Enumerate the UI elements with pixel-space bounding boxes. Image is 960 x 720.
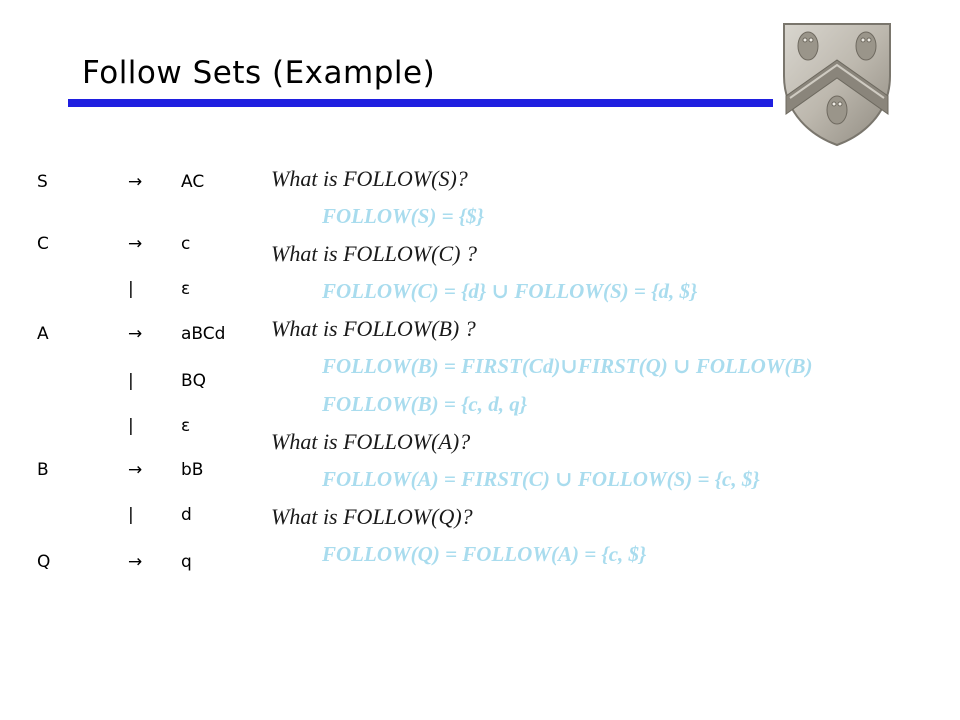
grammar-arrow: → (128, 460, 143, 480)
follow-set-questions: What is FOLLOW(S)? FOLLOW(S) = {$} What is… (271, 160, 951, 574)
grammar-lhs: C (37, 234, 49, 254)
grammar-arrow: → (128, 234, 143, 254)
grammar-arrow: → (128, 172, 143, 192)
grammar-lhs: B (37, 460, 49, 480)
grammar-rhs: ε (181, 416, 191, 436)
grammar-rhs: c (181, 234, 191, 254)
grammar-lhs: Q (37, 552, 51, 572)
grammar-rhs: BQ (181, 371, 207, 391)
grammar-arrow: → (128, 552, 143, 572)
title-underline (68, 99, 773, 107)
grammar-rhs: q (181, 552, 192, 572)
grammar-lhs: A (37, 324, 49, 344)
follow-question: What is FOLLOW(S)? (271, 166, 468, 191)
grammar-rhs: bB (181, 460, 204, 480)
follow-question: What is FOLLOW(B) ? (271, 316, 476, 342)
follow-answer: FOLLOW(B) = {c, d, q} (322, 391, 528, 416)
follow-answer: FOLLOW(Q) = FOLLOW(A) = {c, $} (322, 541, 647, 566)
grammar-rhs: ε (181, 279, 191, 299)
grammar-arrow: | (128, 416, 134, 436)
grammar-rhs: d (181, 505, 192, 525)
grammar-arrow: | (128, 505, 134, 525)
follow-question: What is FOLLOW(C) ? (271, 241, 477, 267)
follow-answer: FOLLOW(S) = {$} (322, 203, 484, 228)
grammar-rhs: AC (181, 172, 205, 192)
grammar-lhs: S (37, 172, 48, 192)
slide-title: Follow Sets (Example) (82, 55, 436, 91)
follow-question: What is FOLLOW(Q)? (271, 504, 473, 530)
follow-answer: FOLLOW(C) = {d} ∪ FOLLOW(S) = {d, $} (322, 278, 698, 303)
follow-answer: FOLLOW(B) = FIRST(Cd)∪FIRST(Q) ∪ FOLLOW(… (322, 353, 813, 378)
grammar-arrow: → (128, 324, 143, 344)
grammar-arrow: | (128, 279, 134, 299)
grammar-rhs: aBCd (181, 324, 226, 344)
follow-question: What is FOLLOW(A)? (271, 429, 471, 455)
university-crest-icon (783, 23, 891, 147)
follow-answer: FOLLOW(A) = FIRST(C) ∪ FOLLOW(S) = {c, $… (322, 466, 760, 491)
grammar-arrow: | (128, 371, 134, 391)
